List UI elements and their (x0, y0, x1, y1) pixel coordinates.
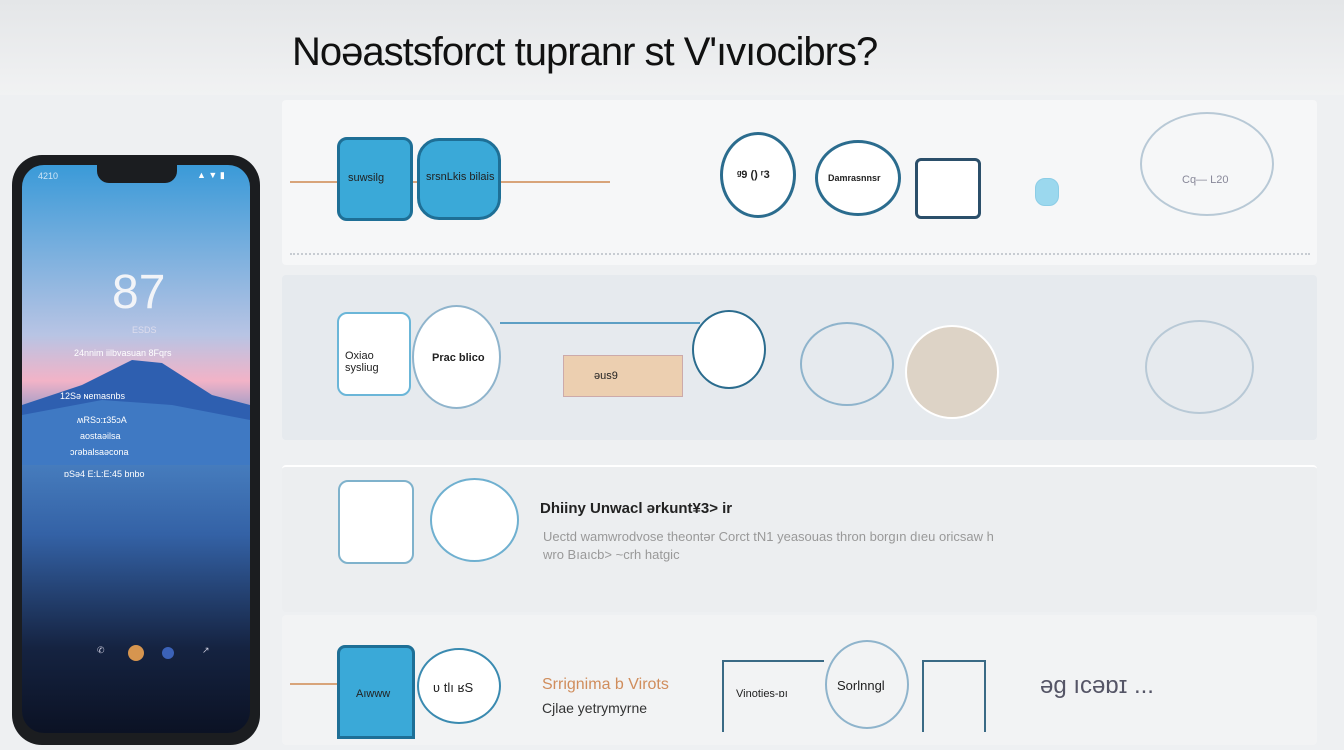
page-title: Noəastsforct tupranr st V'ıvıocibrs? (292, 30, 878, 74)
phone-notch (97, 165, 177, 183)
row2-image-circle (905, 325, 999, 419)
row4-circle-2-label: Sorlnngl (837, 678, 885, 693)
row2-outline-1 (800, 322, 894, 406)
status-time: 4210 (38, 171, 59, 181)
header-background (0, 0, 1344, 95)
row3-body: Uectd wamwrodvose theontər Corct tN1 yea… (543, 529, 994, 562)
row4-subtitle: Cjlae yetrymyrne (542, 700, 648, 716)
row3-image-circle[interactable] (430, 478, 519, 562)
row2-circle-1[interactable]: Prac blico (412, 305, 501, 409)
row1-box-1-label: suwsilg (348, 172, 385, 184)
row1-right-label: Cq— L20 (1182, 174, 1229, 186)
row4-box-1[interactable]: Aıwww (337, 645, 415, 739)
flashlight-icon[interactable]: ↗ (202, 645, 210, 655)
notification-line: ʍRSɔ:ɪ35ɔA (77, 415, 127, 425)
row1-circle-1[interactable]: ᵍ9 () ʳ3 (720, 132, 796, 218)
row2-outline-2 (1145, 320, 1254, 414)
app-icon[interactable] (162, 647, 174, 659)
row2-tan-card-label: əus9 (594, 370, 618, 382)
notification-line: ɒSə4 E:L:E:45 bnbo (64, 469, 145, 479)
notification-line: 12Sə ɴemasnbs (60, 391, 126, 401)
notification-line: 24nnim iilbvasuan 8Fqrs (74, 348, 172, 358)
row4-tail-text: əg ıcəɒɪ ... (1040, 672, 1154, 699)
clock-subtitle: ESDS (132, 325, 157, 335)
row1-box-2[interactable]: srsnLkis bilais (417, 138, 501, 220)
row2-box-1[interactable]: Oxiao sysliug (337, 312, 411, 396)
row1-box-3[interactable] (915, 158, 981, 219)
mountain-image (22, 360, 250, 465)
row1-small-box (1035, 178, 1059, 206)
phone-mockup: 4210 ▲ ▼ ▮ 87 ESDS 24nnim iilbvasuan 8Fq… (12, 155, 260, 745)
row4-circle-1-label: ʋ tlı ʁS (433, 680, 474, 695)
row1-outline-circle: Cq— L20 (1140, 112, 1274, 216)
row1-circle-1-label: ᵍ9 () ʳ3 (737, 169, 770, 181)
lockscreen-clock: 87 (112, 266, 166, 319)
notification-line: ɔɾəbalsaəcona (70, 447, 129, 457)
row2-circle-1-label: Prac blico (432, 352, 485, 364)
row4-box-1-label: Aıwww (356, 688, 391, 700)
row4-circle-1[interactable]: ʋ tlı ʁS (417, 648, 501, 724)
row1-box-1[interactable]: suwsilg (337, 137, 413, 221)
row4-box-2[interactable]: Vinoties-ɒı (722, 660, 824, 732)
row3-heading: Dhiiny Unwacl ərkunt¥3> ir (540, 500, 733, 517)
phone-screen[interactable]: 4210 ▲ ▼ ▮ 87 ESDS 24nnim iilbvasuan 8Fq… (22, 165, 250, 733)
row1-box-2-label: srsnLkis bilais (426, 171, 495, 183)
notification-line: aostaəilsa (80, 431, 121, 441)
row2-box-1-label: Oxiao sysliug (345, 350, 379, 374)
row1-circle-2[interactable]: Damrasnnsr (815, 140, 901, 216)
row3-icon-box[interactable] (338, 480, 414, 564)
signal-wifi-battery-icon: ▲ ▼ ▮ (197, 170, 225, 180)
divider (290, 253, 1310, 255)
phone-icon[interactable]: ✆ (97, 645, 105, 655)
row2-circle-2[interactable] (692, 310, 766, 389)
row4-box-2-label: Vinoties-ɒı (736, 688, 788, 700)
row4-circle-2[interactable]: Sorlnngl (825, 640, 909, 729)
connector-line (290, 683, 340, 685)
connector-line (500, 322, 700, 324)
row4-title: Srrignima b Virots (542, 676, 669, 693)
camera-button[interactable] (128, 645, 144, 661)
row4-box-3[interactable] (922, 660, 986, 732)
row2-tan-card[interactable]: əus9 (563, 355, 683, 397)
row1-circle-2-label: Damrasnnsr (828, 173, 881, 183)
